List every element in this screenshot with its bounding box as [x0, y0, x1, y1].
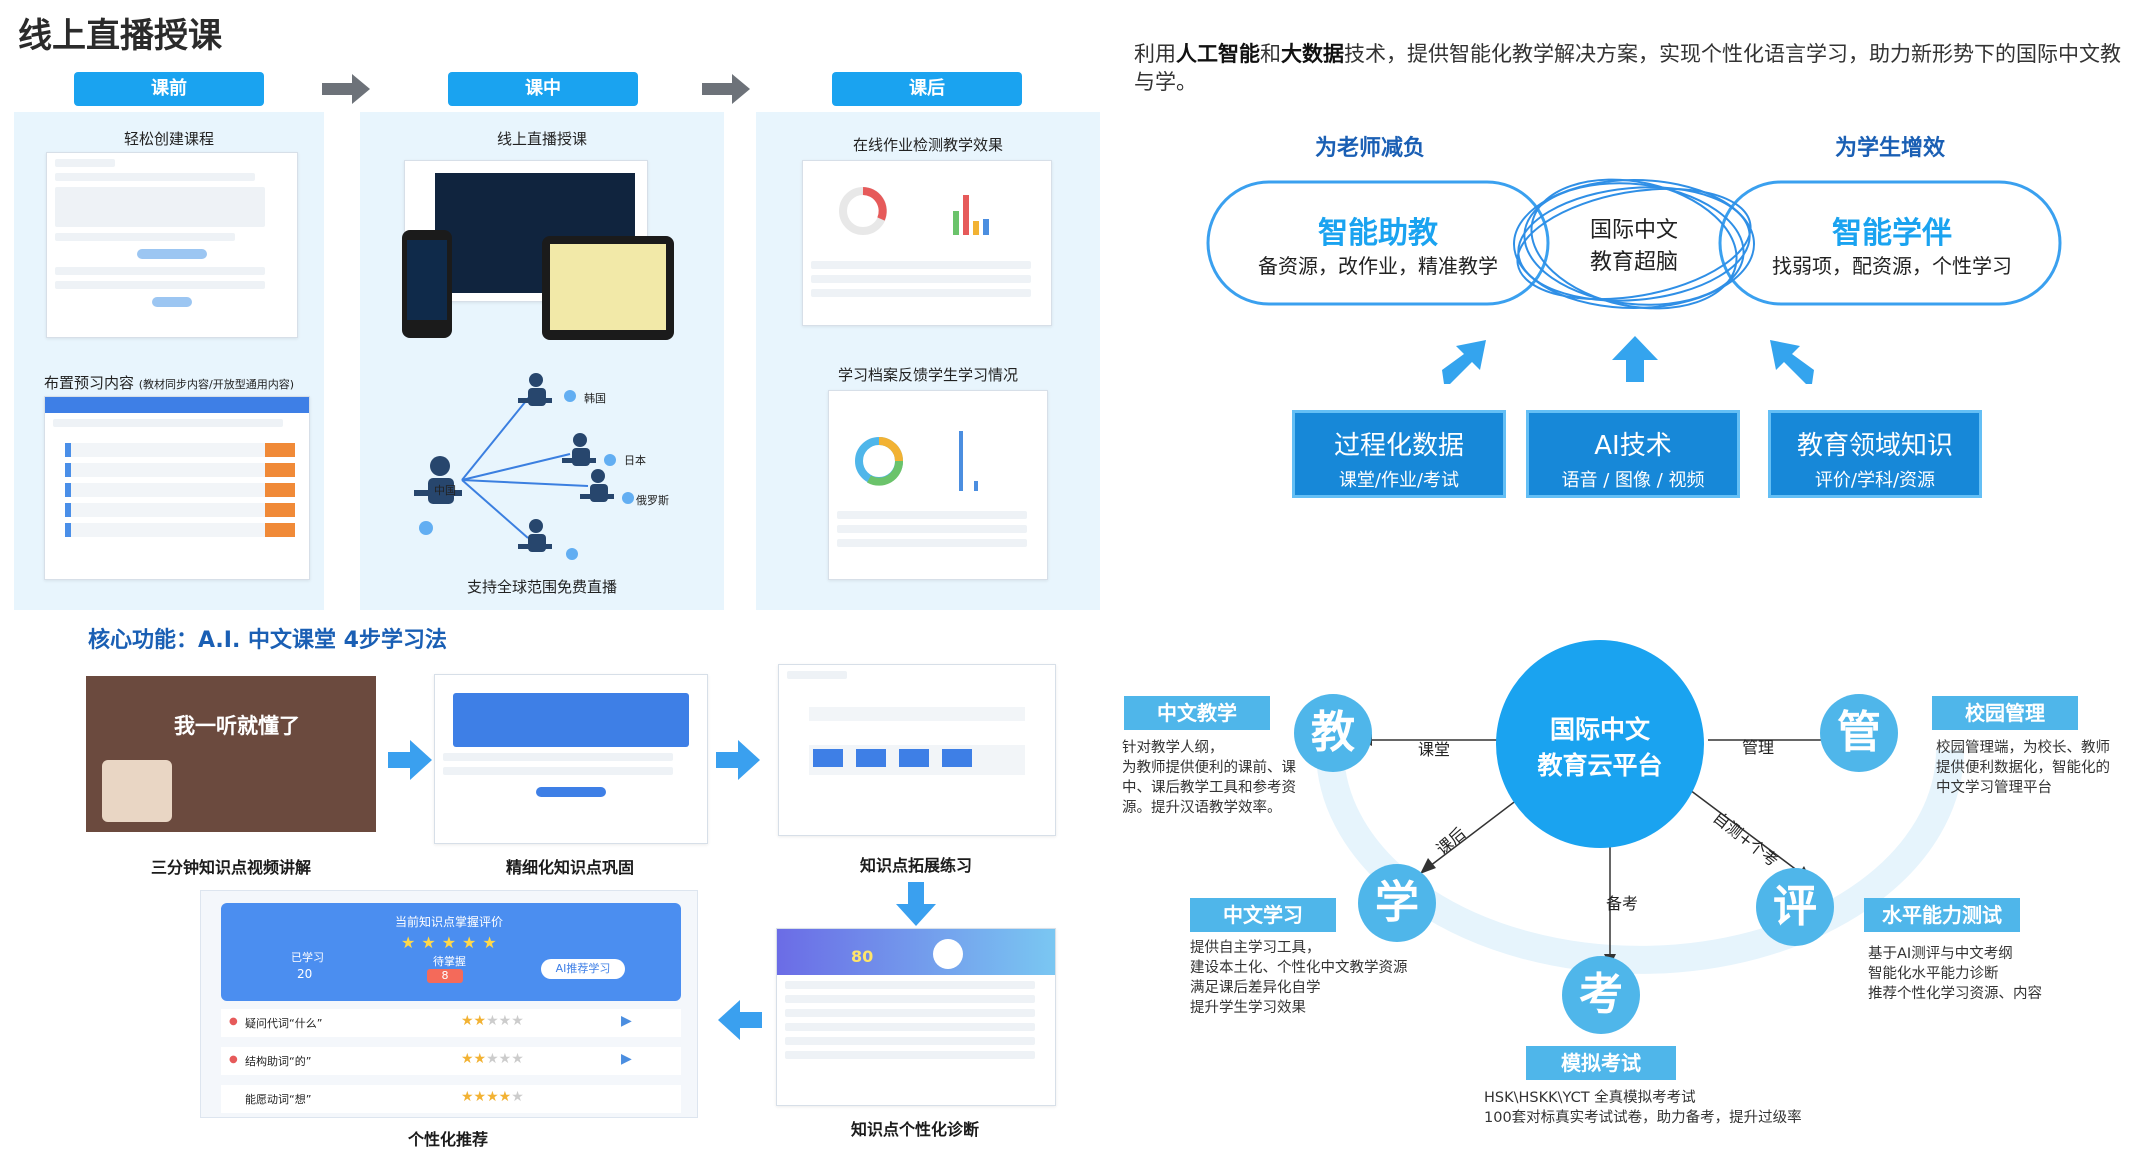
phase-arrow-icon: [702, 74, 750, 104]
preview-screenshot: [44, 396, 310, 580]
live-class-tablet-screenshot: [542, 236, 674, 340]
intro-text: 利用人工智能和大数据技术，提供智能化教学解决方案，实现个性化语言学习，助力新形势…: [1134, 42, 2121, 94]
node-exam: 考: [1562, 956, 1640, 1034]
rec-item-stars-icon: ★★★★★: [461, 1089, 524, 1105]
consolidation-screenshot: [434, 674, 708, 844]
student-headline: 为学生增效: [1834, 136, 1945, 161]
before-caption-preview: 布置预习内容 (教材同步内容/开放型通用内容): [14, 372, 324, 393]
label-mock-exam: 模拟考试: [1526, 1046, 1676, 1080]
global-live-diagram: [414, 373, 634, 560]
up-left-arrow-icon: [1770, 340, 1814, 384]
phase-during: 课中: [448, 72, 638, 106]
phase-after: 课后: [832, 72, 1022, 106]
desc-mock-exam: HSK\HSKK\YCT 全真模拟考考试 100套对标真实考试试卷，助力备考，提…: [1484, 1090, 1802, 1126]
step-recommend: 个性化推荐: [407, 1130, 488, 1149]
after-panel: 在线作业检测教学效果 学习档案反馈学生学习情况: [756, 112, 1100, 610]
step-extension: 知识点拓展练习: [859, 856, 972, 875]
rec-item[interactable]: 能愿动词“想” ★★★★★: [221, 1085, 681, 1113]
rec-header: 当前知识点掌握评价: [394, 915, 503, 929]
during-caption-global: 支持全球范围免费直播: [466, 578, 617, 596]
during-caption-live: 线上直播授课: [496, 130, 587, 148]
up-arrow-icon: [1612, 336, 1658, 382]
recommendation-screenshot: 当前知识点掌握评价 ★★★★★ 已学习 20 待掌握 8 AI推荐学习 ● 疑问…: [200, 890, 698, 1118]
homework-report-screenshot: [802, 160, 1052, 326]
diagnosis-score: 80: [851, 947, 874, 966]
edge-classroom: 课堂: [1418, 740, 1451, 759]
play-icon[interactable]: ▶: [621, 1051, 632, 1067]
smart-companion-sub: 找弱项，配资源，个性学习: [1772, 254, 2012, 278]
step-consolidation: 精细化知识点巩固: [505, 858, 634, 877]
location-korea: 韩国: [584, 392, 606, 405]
rec-learned-value: 20: [297, 967, 313, 981]
smart-assistant-sub: 备资源，改作业，精准教学: [1258, 254, 1498, 278]
tech-ai: AI技术语音 / 图像 / 视频: [1526, 410, 1740, 498]
smart-companion-title: 智能学伴: [1832, 216, 1952, 251]
phase-arrow-icon: [322, 74, 370, 104]
label-teaching: 中文教学: [1124, 696, 1270, 730]
video-thumbnail: 我一听就懂了: [86, 676, 376, 832]
up-right-arrow-icon: [1442, 340, 1486, 384]
location-japan: 日本: [624, 454, 646, 467]
after-caption-homework: 在线作业检测教学效果: [852, 136, 1003, 154]
cloud-platform-center: 国际中文 教育云平台: [1496, 640, 1704, 848]
brain-diagram: [1206, 178, 2062, 310]
rec-item[interactable]: ● 结构助词“的” ★★★★★ ▶: [221, 1047, 681, 1075]
desc-management: 校园管理端，为校长、教师 提供便利数据化，智能化的 中文学习管理平台: [1936, 740, 2110, 796]
label-assessment: 水平能力测试: [1864, 898, 2020, 932]
diagnosis-screenshot: 80: [776, 928, 1056, 1106]
tech-process-data: 过程化数据课堂/作业/考试: [1292, 410, 1506, 498]
rec-item-label: 能愿动词“想”: [245, 1093, 312, 1106]
rec-item-label: 疑问代词“什么”: [245, 1017, 323, 1030]
teacher-headline: 为老师减负: [1314, 136, 1425, 161]
ai-recommend-button[interactable]: AI推荐学习: [541, 959, 625, 979]
smart-assistant-title: 智能助教: [1318, 216, 1438, 251]
preview-caption-small: (教材同步内容/开放型通用内容): [138, 378, 295, 391]
edge-management: 管理: [1742, 738, 1775, 757]
edu-brain-center: 国际中文教育超脑: [1589, 218, 1678, 275]
node-teach: 教: [1294, 694, 1372, 772]
location-china: 中国: [434, 484, 456, 497]
rec-review-value: 8: [427, 969, 463, 983]
node-manage: 管: [1820, 694, 1898, 772]
create-course-screenshot: [46, 152, 298, 338]
rec-stars-icon: ★★★★★: [401, 933, 503, 952]
rec-item-label: 结构助词“的”: [245, 1055, 312, 1068]
live-class-phone-screenshot: [402, 230, 452, 338]
location-russia: 俄罗斯: [636, 494, 669, 507]
rec-item-stars-icon: ★★★★★: [461, 1013, 524, 1029]
core-title: 核心功能：A.I. 中文课堂 4步学习法: [88, 628, 447, 653]
rec-item-stars-icon: ★★★★★: [461, 1051, 524, 1067]
rec-review-label: 待掌握: [433, 955, 466, 968]
preview-caption-main: 布置预习内容: [43, 374, 134, 392]
play-icon[interactable]: ▶: [621, 1013, 632, 1029]
desc-assessment: 基于AI测评与中文考纲 智能化水平能力诊断 推荐个性化学习资源、内容: [1868, 946, 2042, 1002]
before-panel: 轻松创建课程 布置预习内容 (教材同步内容/开放型通用内容): [14, 112, 324, 610]
down-arrow-icon: [896, 882, 936, 926]
node-assess: 评: [1756, 868, 1834, 946]
step-video: 三分钟知识点视频讲解: [150, 858, 311, 877]
desc-teaching: 针对教学人纲， 为教师提供便利的课前、课 中、课后教学工具和参考资 源。提升汉语…: [1122, 740, 1296, 816]
right-arrow-icon: [716, 740, 760, 780]
label-management: 校园管理: [1932, 696, 2078, 730]
rec-learned-label: 已学习: [291, 951, 324, 964]
page-title: 线上直播授课: [18, 16, 222, 56]
rec-item[interactable]: ● 疑问代词“什么” ★★★★★ ▶: [221, 1009, 681, 1037]
learning-archive-screenshot: [828, 390, 1048, 580]
during-panel: 线上直播授课 韩国 日本 中国 俄罗斯 支持全球范围免费直播: [360, 112, 724, 610]
extension-practice-screenshot: [778, 664, 1056, 836]
after-caption-archive: 学习档案反馈学生学习情况: [837, 366, 1018, 384]
left-arrow-icon: [718, 1000, 762, 1040]
phase-before: 课前: [74, 72, 264, 106]
step-diagnosis: 知识点个性化诊断: [850, 1120, 979, 1139]
label-learning: 中文学习: [1190, 898, 1336, 932]
node-learn: 学: [1358, 864, 1436, 942]
edge-exam-prep: 备考: [1606, 894, 1639, 913]
right-arrow-icon: [388, 740, 432, 780]
before-caption-create: 轻松创建课程: [123, 130, 214, 148]
tech-domain-knowledge: 教育领域知识评价/学科/资源: [1768, 410, 1982, 498]
video-caption: 我一听就懂了: [174, 714, 300, 738]
desc-learning: 提供自主学习工具， 建设本土化、个性化中文教学资源 满足课后差异化自学 提升学生…: [1190, 940, 1408, 1016]
